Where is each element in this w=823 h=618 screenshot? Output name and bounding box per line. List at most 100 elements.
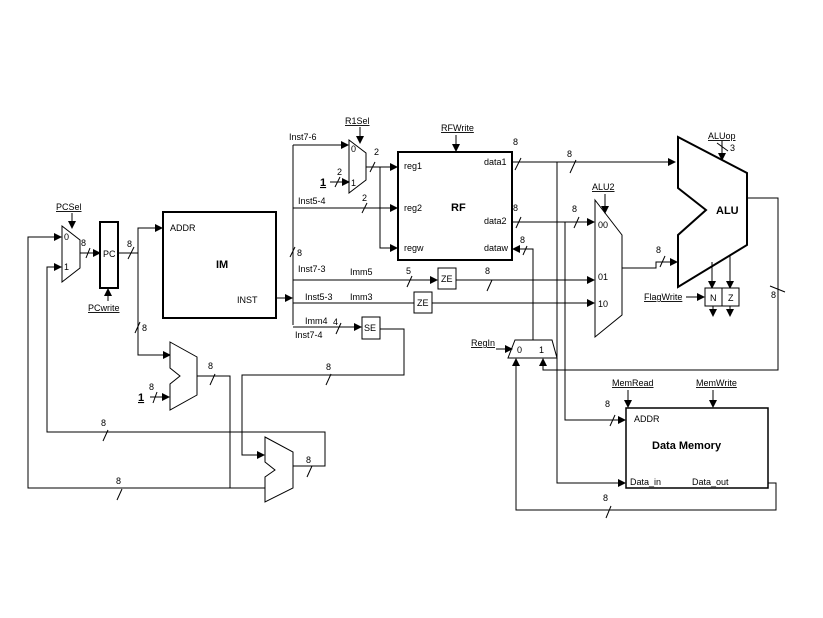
wire: [46, 263, 326, 467]
diagram-label: 8: [520, 235, 525, 245]
regin-mux: 0 1: [507, 339, 558, 359]
data-memory: [625, 407, 769, 489]
wire: [152, 391, 158, 404]
wire: [369, 161, 376, 173]
wire: [85, 247, 91, 259]
diagram-label: 8: [567, 149, 572, 159]
constant-one: 1: [138, 392, 144, 404]
diagram-label: 2: [337, 167, 342, 177]
diagram-label: 8: [605, 399, 610, 409]
wire: [137, 253, 171, 359]
sign-extend: [361, 316, 381, 340]
wire: [116, 488, 123, 501]
diagram-label: 8: [142, 323, 147, 333]
diagram-label: ZE: [441, 274, 453, 284]
diagram-label: Imm5: [350, 267, 373, 277]
wire: [564, 222, 626, 424]
diagram-label: 3: [730, 143, 735, 153]
pcsel-mux: 0 1: [61, 224, 81, 284]
diagram-label: N: [710, 293, 717, 303]
wire: [325, 373, 332, 386]
pcsel-label: PCSel: [56, 202, 82, 212]
wire: [659, 255, 666, 268]
diagram-label: 8: [297, 248, 302, 258]
diagram-label: data2: [484, 216, 507, 226]
diagram-label: Inst7-3: [298, 264, 326, 274]
diagram-label: 01: [598, 272, 608, 282]
diagram-label: 0: [64, 232, 69, 242]
diagram-label: 8: [603, 493, 608, 503]
diagram-label: 8: [326, 362, 331, 372]
diagram-label: Imm4: [305, 316, 328, 326]
diagram-label: 8: [116, 476, 121, 486]
aluop-label: ALUop: [708, 131, 736, 141]
diagram-label: RF: [451, 202, 466, 214]
zero-extend-5: [437, 267, 457, 290]
diagram-label: 8: [656, 245, 661, 255]
alu2-label: ALU2: [592, 182, 615, 192]
regin-label: RegIn: [471, 338, 495, 348]
diagram-label: 8: [513, 203, 518, 213]
alu2-mux: 00 01 10: [594, 198, 623, 339]
diagram-label: 10: [598, 299, 608, 309]
diagram-label: Inst7-4: [295, 330, 323, 340]
diagram-label: Data Memory: [652, 440, 722, 452]
diagram-label: reg1: [404, 161, 422, 171]
wire: [361, 202, 368, 214]
wire: [197, 375, 231, 488]
wire: [539, 197, 779, 371]
diagram-label: 1: [351, 178, 356, 188]
diagram-label: 1: [539, 345, 544, 355]
wire: [27, 233, 265, 489]
wire: [209, 373, 216, 386]
wire: [569, 159, 577, 174]
diagram-label: reg2: [404, 203, 422, 213]
constant-one: 1: [320, 177, 326, 189]
wire: [335, 322, 342, 335]
diagram-label: 8: [101, 418, 106, 428]
wire: [716, 142, 729, 152]
diagram-label: regw: [404, 243, 424, 253]
register-file: [397, 151, 513, 261]
flagwrite-label: FlagWrite: [644, 292, 682, 302]
r1sel-label: R1Sel: [345, 116, 370, 126]
pcwrite-label: PCwrite: [88, 303, 120, 313]
diagram-label: Inst7-6: [289, 132, 317, 142]
diagram-label: 8: [208, 361, 213, 371]
wire: [379, 167, 398, 252]
diagram-label: 8: [513, 137, 518, 147]
diagram-label: IM: [216, 259, 228, 271]
wire: [515, 216, 522, 229]
wire: [512, 245, 534, 340]
diagram-label: PC: [103, 249, 116, 259]
diagram-label: Z: [728, 293, 734, 303]
wire: [522, 245, 528, 256]
diagram-label: 2: [374, 147, 379, 157]
diagram-label: dataw: [484, 243, 509, 253]
diagram-label: 8: [127, 239, 132, 249]
wire: [573, 216, 580, 229]
wire: [241, 328, 405, 459]
diagram-label: 5: [406, 266, 411, 276]
wire: [556, 162, 626, 487]
diagram-label: ADDR: [170, 223, 196, 233]
rfwrite-label: RFWrite: [441, 123, 474, 133]
diagram-label: 00: [598, 220, 608, 230]
diagram-label: 8: [306, 455, 311, 465]
diagram-label: 8: [771, 290, 776, 300]
wire: [512, 358, 777, 511]
wire: [622, 258, 678, 269]
wire: [486, 279, 493, 292]
diagram-label: 1: [64, 262, 69, 272]
diagram-label: 8: [485, 266, 490, 276]
branch-adder: [264, 436, 294, 503]
wire: [127, 246, 135, 260]
memwrite-label: MemWrite: [696, 378, 737, 388]
diagram-label: 0: [351, 144, 356, 154]
wire: [306, 465, 313, 478]
memread-label: MemRead: [612, 378, 654, 388]
diagram-label: 8: [572, 204, 577, 214]
wire: [609, 414, 616, 427]
diagram-label: 2: [362, 193, 367, 203]
